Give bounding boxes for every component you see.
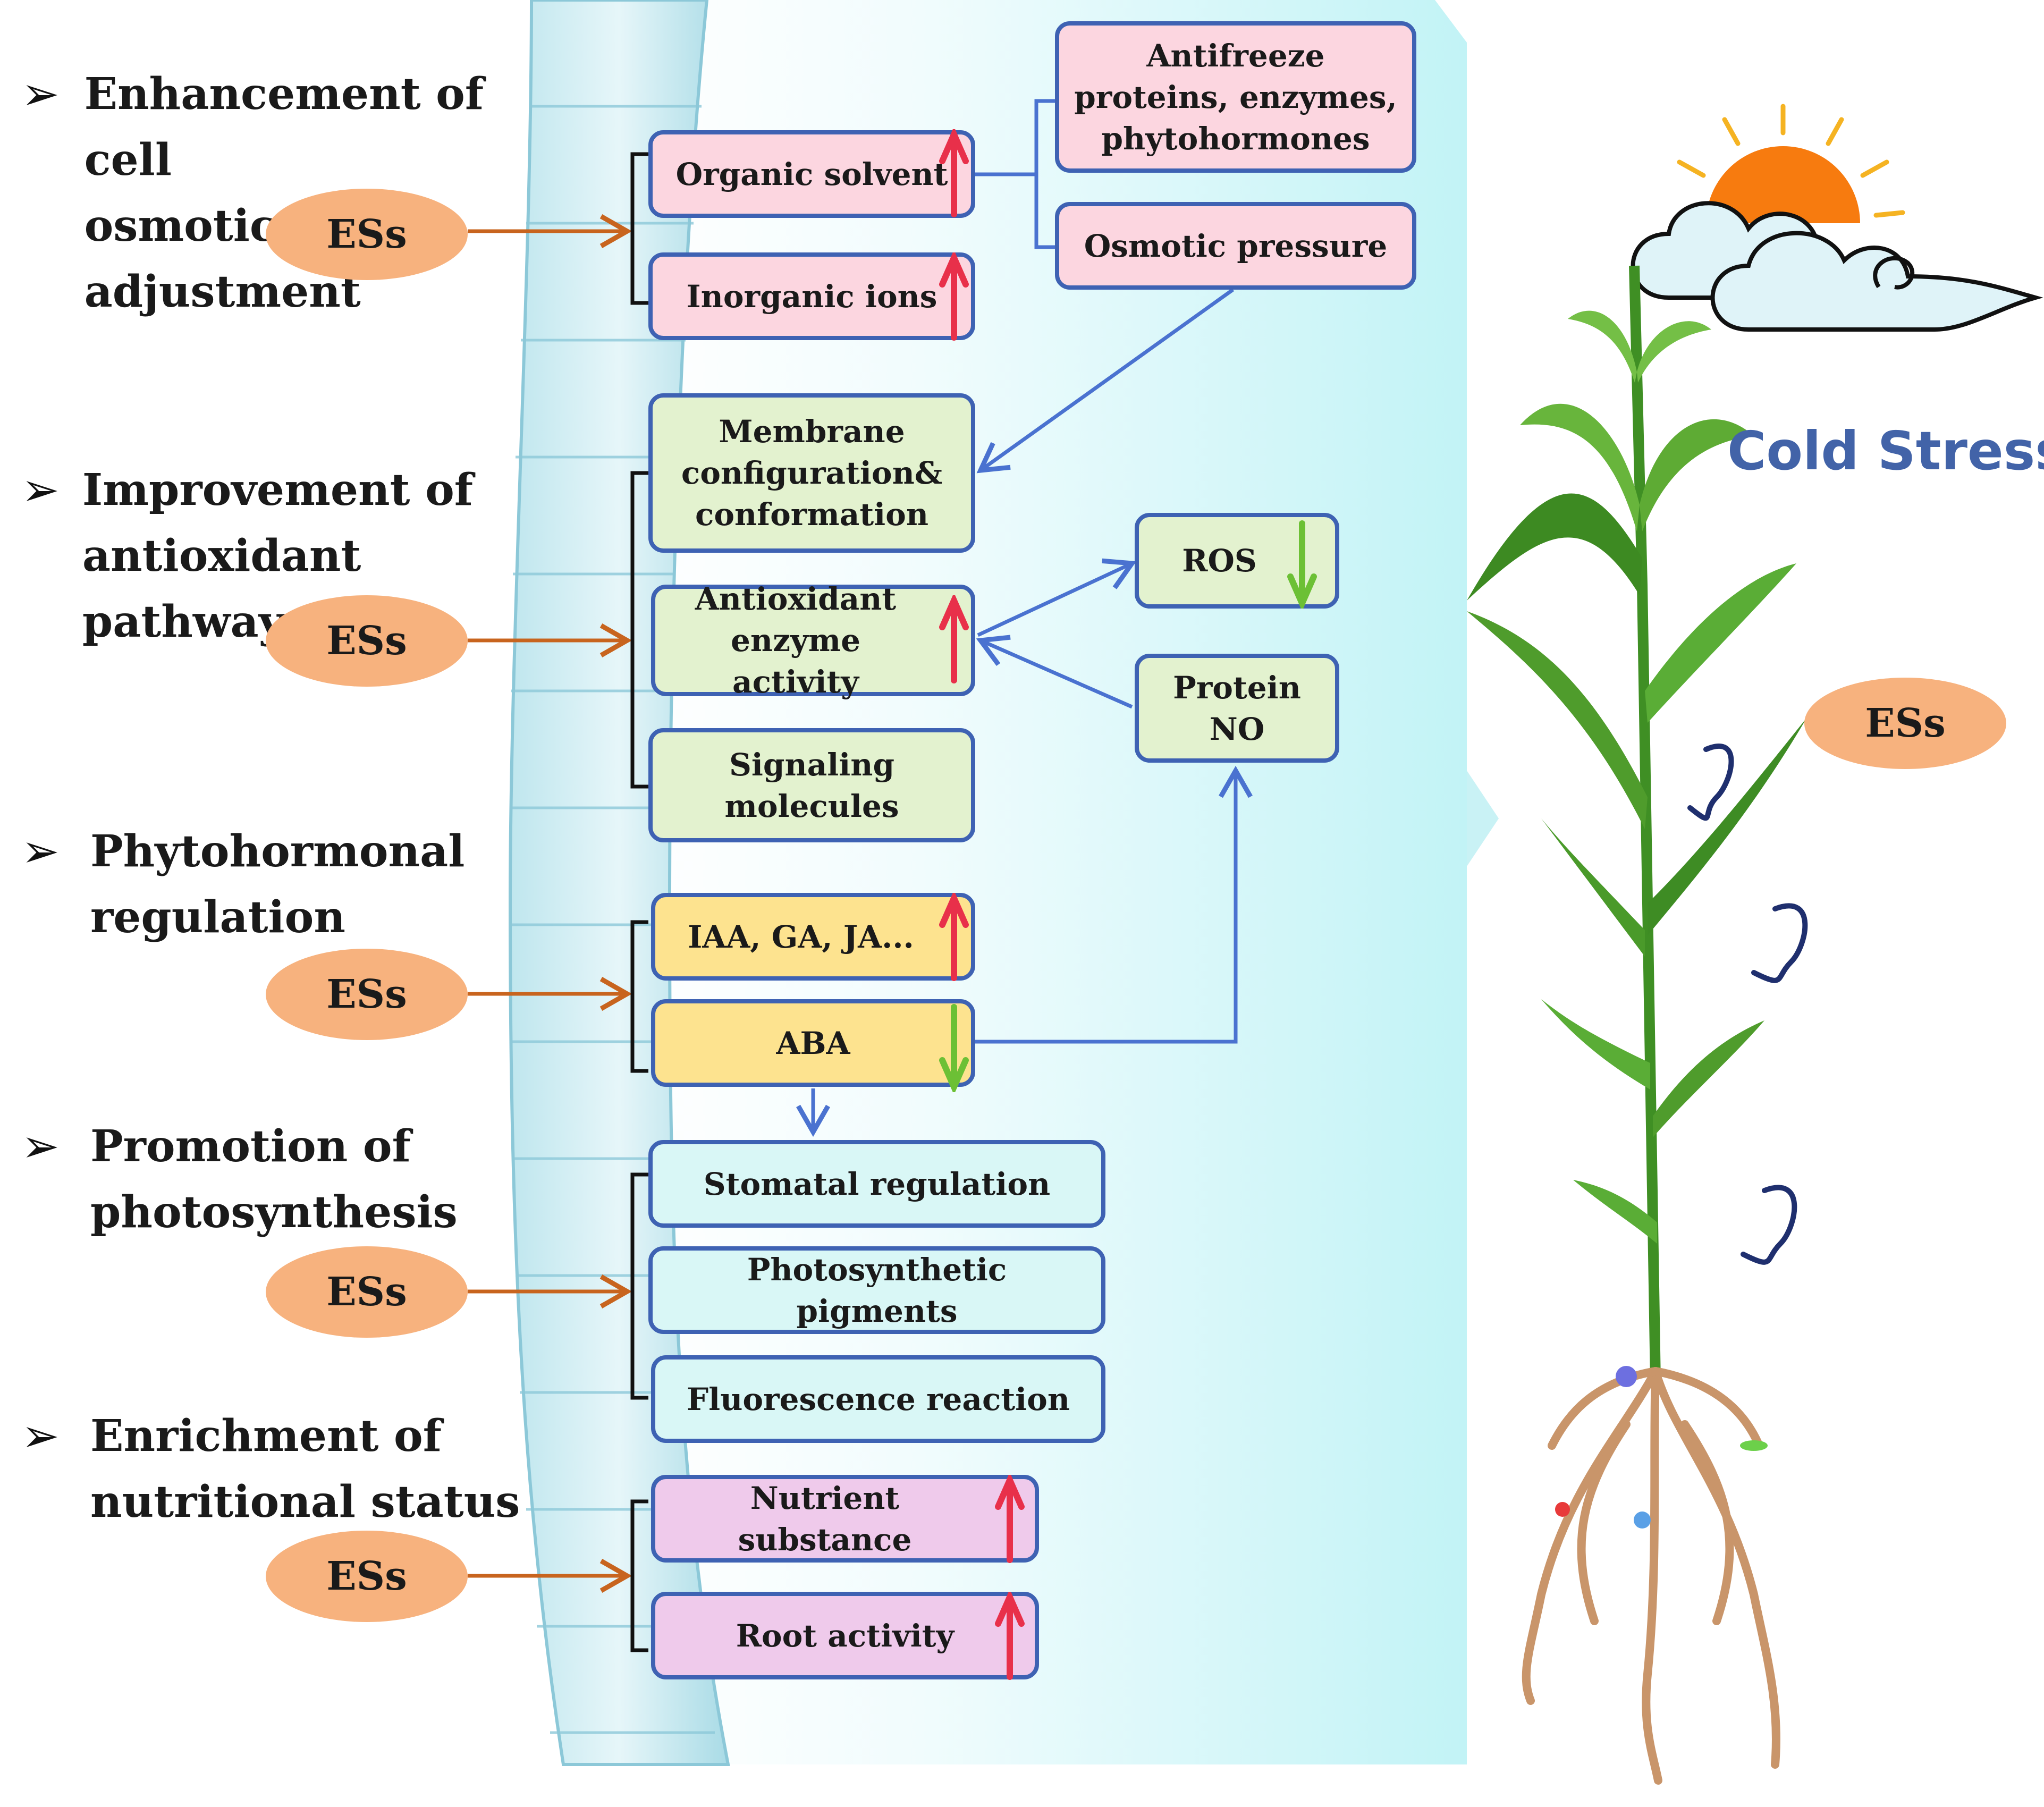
heading-nutritional: ➢ Enrichment of nutritional status — [21, 1403, 542, 1535]
box-label: Nutrient substance — [738, 1480, 912, 1558]
box-label: Organic solvent — [675, 156, 948, 192]
microbe-icon — [1634, 1512, 1651, 1529]
bullet-arrow-icon: ➢ — [21, 1120, 60, 1173]
roots — [1522, 1367, 1780, 1785]
ess-arrows — [468, 214, 632, 1593]
box-root-activity: Root activity — [651, 1592, 1039, 1679]
down-arrow-icon — [1287, 520, 1317, 609]
box-label: Root activity — [736, 1617, 955, 1654]
box-stomatal: Stomatal regulation — [648, 1140, 1105, 1228]
bullet-arrow-icon: ➢ — [21, 463, 60, 517]
heading-text: Enrichment of nutritional status — [90, 1411, 520, 1527]
box-inorganic-ions: Inorganic ions — [648, 252, 975, 340]
up-arrow-icon — [939, 252, 969, 341]
heading-text: Phytohormonal regulation — [90, 826, 465, 943]
box-aba: ABA — [651, 999, 975, 1087]
ess-ellipse: ESs — [266, 189, 468, 280]
box-label: ROS — [1182, 543, 1257, 579]
box-membrane: Membrane configuration& conformation — [648, 393, 975, 553]
heading-phytohormonal: ➢ Phytohormonal regulation — [21, 818, 542, 950]
up-arrow-icon — [939, 129, 969, 217]
box-label: IAA, GA, JA... — [688, 918, 914, 955]
box-pigments: Photosynthetic pigments — [648, 1246, 1105, 1334]
box-nutrient: Nutrient substance — [651, 1475, 1039, 1563]
box-antifreeze: Antifreeze proteins, enzymes, phytohormo… — [1055, 21, 1416, 173]
heading-text: Enhancement of cell osmotic adjustment — [84, 69, 484, 317]
heading-photosynthesis: ➢ Promotion of photosynthesis — [21, 1113, 542, 1245]
up-arrow-icon — [995, 1592, 1025, 1680]
bullet-arrow-icon: ➢ — [21, 67, 60, 121]
down-arrow-icon — [939, 1004, 969, 1092]
heading-text: Promotion of photosynthesis — [90, 1121, 458, 1238]
brackets — [630, 152, 648, 1652]
box-label: Inorganic ions — [686, 278, 937, 315]
box-label: Photosynthetic pigments — [747, 1251, 1007, 1329]
box-antioxidant-enzyme: Antioxidant enzyme activity — [651, 581, 975, 700]
ess-ellipse: ESs — [266, 1531, 468, 1622]
microbe-icon — [1555, 1502, 1570, 1517]
cell-column-segments — [510, 105, 715, 1734]
up-arrow-icon — [995, 1475, 1025, 1563]
ess-ellipse: ESs — [266, 949, 468, 1040]
box-organic-solvent: Organic solvent — [648, 130, 975, 218]
es-squiggles — [1687, 744, 1808, 1265]
ess-ellipse: ESs — [266, 1246, 468, 1338]
ess-ellipse-plant: ESs — [1804, 678, 2006, 769]
ess-ellipse: ESs — [266, 595, 468, 687]
plant-illustration — [1467, 265, 1807, 1785]
microbe-icon — [1616, 1366, 1637, 1387]
box-label: Osmotic pressure — [1084, 227, 1388, 264]
box-iaa-ga-ja: IAA, GA, JA... — [651, 893, 975, 981]
box-protein-no: Protein NO — [1135, 654, 1339, 763]
box-signaling: Signaling molecules — [648, 728, 975, 842]
up-arrow-icon — [939, 893, 969, 981]
cloud-icon — [1631, 201, 2043, 332]
cold-stress-label: Cold Stress — [1727, 420, 2044, 482]
box-label: Fluorescence reaction — [686, 1381, 1070, 1417]
up-arrow-icon — [939, 595, 969, 683]
bullet-arrow-icon: ➢ — [21, 1409, 60, 1463]
box-label: Stomatal regulation — [703, 1166, 1051, 1202]
box-osmotic-pressure: Osmotic pressure — [1055, 202, 1416, 290]
box-fluorescence: Fluorescence reaction — [651, 1355, 1105, 1443]
box-label: ABA — [776, 1025, 850, 1061]
heading-osmotic: ➢ Enhancement of cell osmotic adjustment — [21, 61, 542, 325]
bullet-arrow-icon: ➢ — [21, 825, 60, 878]
blue-connectors — [796, 99, 1253, 1137]
microbe-icon — [1740, 1440, 1768, 1451]
panel-notch — [1467, 771, 1499, 866]
sun-icon — [1677, 104, 1905, 223]
